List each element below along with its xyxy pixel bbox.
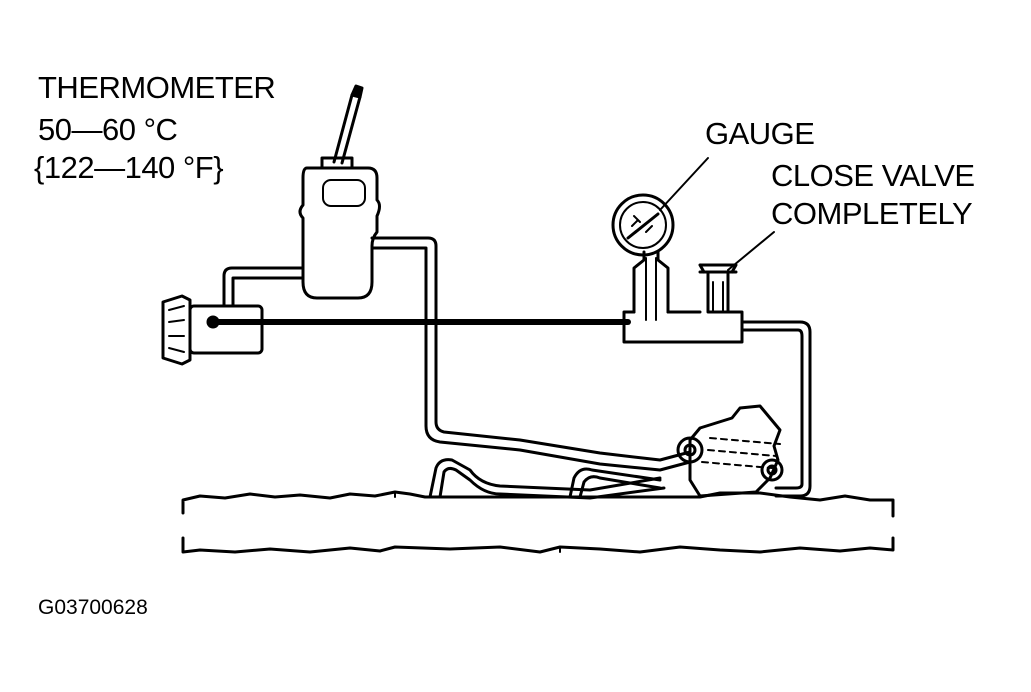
gauge-leader-line [659,157,709,211]
reservoir-to-gear-hose [370,236,692,472]
figure-code: G03700628 [38,596,148,619]
reservoir [298,156,381,300]
temperature-fahrenheit-label: {122—140 °F} [34,150,224,185]
temperature-celsius-label: 50—60 °C [38,112,178,147]
valve-to-gear-line [740,320,812,498]
thermometer-probe [332,84,364,165]
valve-leader-line [727,231,775,271]
valve-label-line2: COMPLETELY [771,196,973,231]
valve-label-line1: CLOSE VALVE [771,158,975,193]
gauge-label: GAUGE [705,116,815,151]
power-steering-pump [161,294,264,366]
thermometer-label: THERMOMETER [38,70,276,105]
pump-to-reservoir-hose [222,266,305,308]
valve-icon [698,263,738,314]
gear-valve-housing [676,404,784,498]
steering-rack [181,490,895,554]
rack-feed-lines-2 [568,467,662,499]
rack-feed-lines [428,458,666,500]
gauge-icon [611,193,675,257]
